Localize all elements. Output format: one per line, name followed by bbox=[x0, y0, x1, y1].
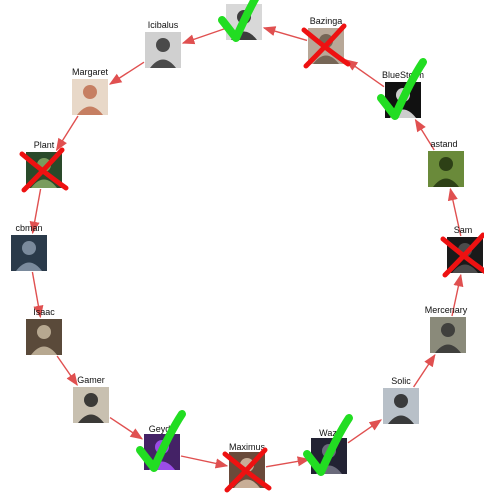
edge-margaret-to-plant bbox=[55, 115, 79, 152]
edge-cbman-to-isaac bbox=[31, 271, 44, 319]
edges-layer bbox=[29, 26, 464, 469]
node-label: Marli bbox=[234, 0, 254, 2]
node-label: cbman bbox=[15, 223, 42, 233]
node-label: Sam bbox=[454, 225, 473, 235]
node-label: Margaret bbox=[72, 67, 109, 77]
edge-solic-to-mercenary bbox=[413, 353, 436, 388]
edge-bazinga-to-marli bbox=[262, 26, 308, 42]
avatar bbox=[72, 79, 108, 115]
avatar bbox=[430, 317, 466, 353]
avatar bbox=[73, 387, 109, 423]
check-mark-icon bbox=[377, 58, 427, 120]
node-label: Plant bbox=[34, 140, 55, 150]
edge-bluestorm-to-bazinga bbox=[344, 59, 385, 88]
avatar bbox=[145, 32, 181, 68]
cross-mark-icon bbox=[19, 147, 69, 193]
node-mercenary: Mercenary bbox=[425, 305, 468, 353]
avatar bbox=[11, 235, 47, 271]
node-label: Solic bbox=[391, 376, 411, 386]
node-label: Icibalus bbox=[148, 20, 179, 30]
node-label: Mercenary bbox=[425, 305, 468, 315]
node-cbman: cbman bbox=[11, 223, 47, 271]
edge-gamer-to-geyde bbox=[109, 417, 144, 440]
node-solic: Solic bbox=[383, 376, 419, 424]
node-label: Wazi bbox=[319, 428, 339, 438]
avatar bbox=[428, 151, 464, 187]
edge-marli-to-icibalus bbox=[181, 27, 226, 45]
node-label: Isaac bbox=[33, 307, 55, 317]
edge-geyde-to-maximus bbox=[180, 455, 229, 469]
node-label: Maximus bbox=[229, 442, 266, 452]
avatar bbox=[26, 319, 62, 355]
node-label: Geyde bbox=[149, 424, 176, 434]
edge-plant-to-cbman bbox=[29, 188, 42, 235]
node-label: Gamer bbox=[77, 375, 105, 385]
marks-layer bbox=[19, 0, 484, 493]
edge-sam-to-astand bbox=[447, 187, 462, 237]
check-mark-icon bbox=[303, 414, 353, 476]
edge-mercenary-to-sam bbox=[451, 273, 464, 317]
edge-maximus-to-wazi bbox=[265, 456, 311, 468]
edge-icibalus-to-margaret bbox=[108, 61, 145, 85]
node-isaac: Isaac bbox=[26, 307, 62, 355]
node-astand: astand bbox=[428, 139, 464, 187]
avatar bbox=[383, 388, 419, 424]
node-margaret: Margaret bbox=[72, 67, 109, 115]
node-label: astand bbox=[430, 139, 457, 149]
node-label: Bazinga bbox=[310, 16, 343, 26]
cross-mark-icon bbox=[222, 447, 272, 493]
check-mark-icon bbox=[136, 410, 186, 472]
edge-wazi-to-solic bbox=[347, 419, 383, 444]
node-gamer: Gamer bbox=[73, 375, 109, 423]
cross-mark-icon bbox=[301, 23, 351, 69]
node-label: BlueStorm bbox=[382, 70, 424, 80]
edge-astand-to-bluestorm bbox=[414, 118, 435, 151]
nodes-layer: MarliBazingaBlueStorm astandSamMercenaryS… bbox=[11, 0, 483, 488]
node-icibalus: Icibalus bbox=[145, 20, 181, 68]
edge-isaac-to-gamer bbox=[56, 355, 78, 387]
check-mark-icon bbox=[218, 0, 260, 42]
